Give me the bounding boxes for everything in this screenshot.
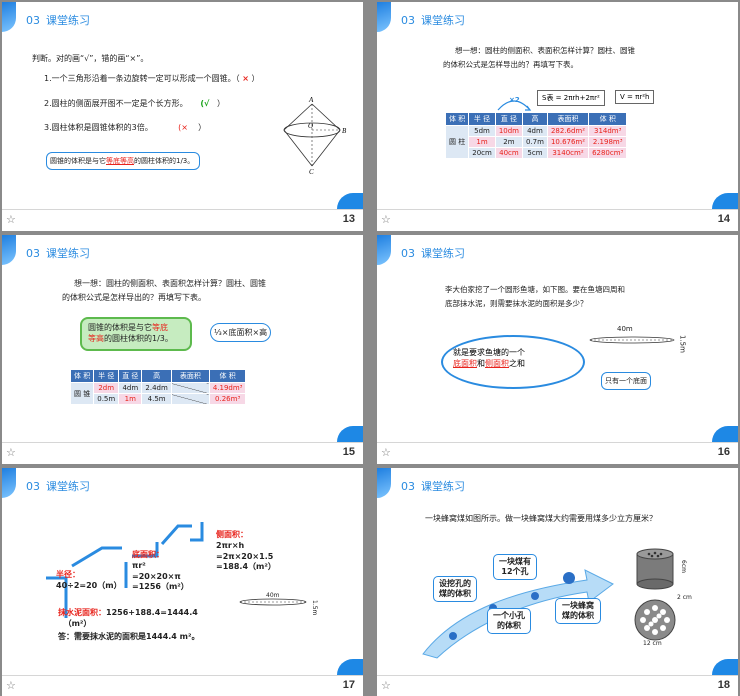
svg-text:C: C: [309, 168, 314, 176]
cylinder-table: 体 积 半 径 直 径 高 表面积 体 积 圆 柱 5dm 10dm 4dm 2…: [444, 112, 628, 159]
table-row: 20cm 40cm 5cm 3140cm² 6280cm³: [446, 147, 628, 159]
corner-decoration: [337, 426, 363, 442]
node-dug-volume: 设挖孔的煤的体积: [433, 576, 477, 602]
slide-footer: ☆ 18: [377, 675, 738, 696]
star-icon: ☆: [6, 680, 16, 692]
dim-height-label: 1.5m: [678, 335, 687, 353]
dim-height-label: 1.5m: [311, 600, 319, 616]
corner-decoration: [377, 468, 391, 498]
question-line-1: 想一想：圆柱的侧面积、表面积怎样计算？圆柱、圆锥: [74, 279, 266, 288]
answer-text: 答：需要抹水泥的面积是1444.4 m²。: [58, 632, 200, 641]
page-number: 16: [717, 446, 730, 458]
multiplier-label: ×2: [509, 96, 520, 104]
table-row: 圆 柱 5dm 10dm 4dm 282.6dm² 314dm³: [444, 125, 628, 159]
corner-decoration: [712, 193, 738, 209]
intro-text: 判断。对的画“√”，错的画“×”。: [32, 54, 149, 63]
dim-width-label: 40m: [617, 325, 633, 333]
arc-arrow-icon: [497, 100, 532, 111]
page-number: 18: [717, 679, 730, 691]
node-twelve-holes: 一块煤有12个孔: [493, 554, 537, 580]
pond-diagram: [239, 598, 307, 606]
svg-text:O: O: [308, 122, 313, 130]
corner-decoration: [337, 193, 363, 209]
table-row: 1m 2m 0.7m 10.676m² 2.198m³: [446, 136, 628, 148]
question-3: 3.圆柱体积是圆锥体积的3倍。 (× ）: [44, 123, 207, 132]
story-line-1: 李大伯家挖了一个圆形鱼塘，如下图。要在鱼塘四周和: [445, 285, 625, 294]
slide-footer: ☆ 17: [2, 675, 363, 696]
hint-bubble: 圆锥的体积是与它等底等高的圆柱体积的1/3。: [46, 152, 200, 170]
hint-cloud: 就是要求鱼塘的一个 底面积和侧面积之和: [441, 335, 585, 389]
corner-decoration: [2, 235, 16, 265]
page-number: 15: [342, 446, 355, 458]
total-area-block: 抹水泥面积：1256+188.4=1444.4 （m²）: [58, 608, 198, 628]
table-header-row: 体 积 半 径 直 径 高 表面积 体 积: [444, 112, 628, 126]
base-area-block: 底面积： πr² =20×20×π =1256（m²）: [132, 550, 189, 592]
svg-text:A: A: [308, 96, 314, 104]
table-row: 0.5m 1m 4.5m 0.26m³: [71, 393, 247, 405]
cone-table: 体 积 半 径 直 径 高 表面积 体 积 圆 锥 2dm 4dm 2.4dm …: [69, 369, 247, 405]
node-hole-volume: 一个小孔的体积: [487, 608, 531, 634]
corner-decoration: [2, 2, 16, 32]
question-line-1: 想一想：圆柱的侧面积、表面积怎样计算？圆柱、圆锥: [455, 46, 635, 55]
cone-diagram: A B C O: [283, 96, 347, 176]
svg-text:B: B: [342, 127, 347, 135]
node-briquette-volume: 一块蜂窝煤的体积: [555, 598, 601, 624]
dim-height-label: 6cm: [680, 560, 688, 573]
corner-decoration: [377, 2, 391, 32]
pond-diagram: [589, 336, 675, 344]
corner-decoration: [712, 659, 738, 675]
star-icon: ☆: [381, 680, 391, 692]
star-icon: ☆: [381, 214, 391, 226]
bracket-decoration: [46, 522, 204, 618]
corner-decoration: [2, 468, 16, 498]
dim-diameter-label: 12 cm: [643, 640, 662, 647]
question-text: 一块蜂窝煤如图所示。做一块蜂窝煤大约需要用煤多少立方厘米？: [425, 514, 657, 523]
corner-decoration: [377, 235, 391, 265]
corner-decoration: [712, 426, 738, 442]
side-area-block: 侧面积： 2πr×h =2π×20×1.5 =188.4（m²）: [216, 530, 276, 572]
radius-block: 半径： 40÷2=20（m）: [56, 570, 122, 590]
only-one-base-note: 只有一个底面: [601, 372, 651, 390]
formula-bubble: ⅓×底面积×高: [210, 323, 272, 342]
corner-decoration: [337, 659, 363, 675]
slide-footer: ☆ 13: [2, 209, 363, 231]
star-icon: ☆: [6, 447, 16, 459]
dim-width-label: 40m: [266, 592, 280, 599]
volume-formula: V = πr²h: [615, 90, 655, 104]
dim-hole-label: 2 cm: [677, 594, 692, 601]
page-number: 14: [717, 213, 730, 225]
cone-volume-note: 圆锥的体积是与它等底 等高的圆柱体积的1/3。: [80, 317, 192, 351]
question-1: 1.一个三角形沿着一条边旋转一定可以形成一个圆锥。（ × ）: [44, 74, 260, 83]
star-icon: ☆: [381, 447, 391, 459]
briquette-top-view-icon: [634, 599, 676, 641]
page-number: 17: [342, 679, 355, 691]
slide-footer: ☆ 15: [2, 442, 363, 464]
surface-formula: S表 = 2πrh+2πr²: [537, 90, 605, 106]
question-line-2: 的体积公式是怎样导出的？再填写下表。: [62, 293, 206, 302]
question-2: 2.圆柱的侧面展开图不一定是个长方形。 (√ ）: [44, 99, 225, 108]
story-line-2: 底部抹水泥，则需要抹水泥的面积是多少？: [445, 299, 588, 308]
star-icon: ☆: [6, 214, 16, 226]
slide-footer: ☆ 14: [377, 209, 738, 231]
table-header-row: 体 积 半 径 直 径 高 表面积 体 积: [69, 369, 247, 383]
question-line-2: 的体积公式是怎样导出的？再填写下表。: [443, 60, 578, 69]
page-number: 13: [342, 213, 355, 225]
table-row: 圆 锥 2dm 4dm 2.4dm 4.19dm³: [69, 382, 247, 405]
briquette-cylinder-icon: [636, 548, 674, 590]
slide-footer: ☆ 16: [377, 442, 738, 464]
